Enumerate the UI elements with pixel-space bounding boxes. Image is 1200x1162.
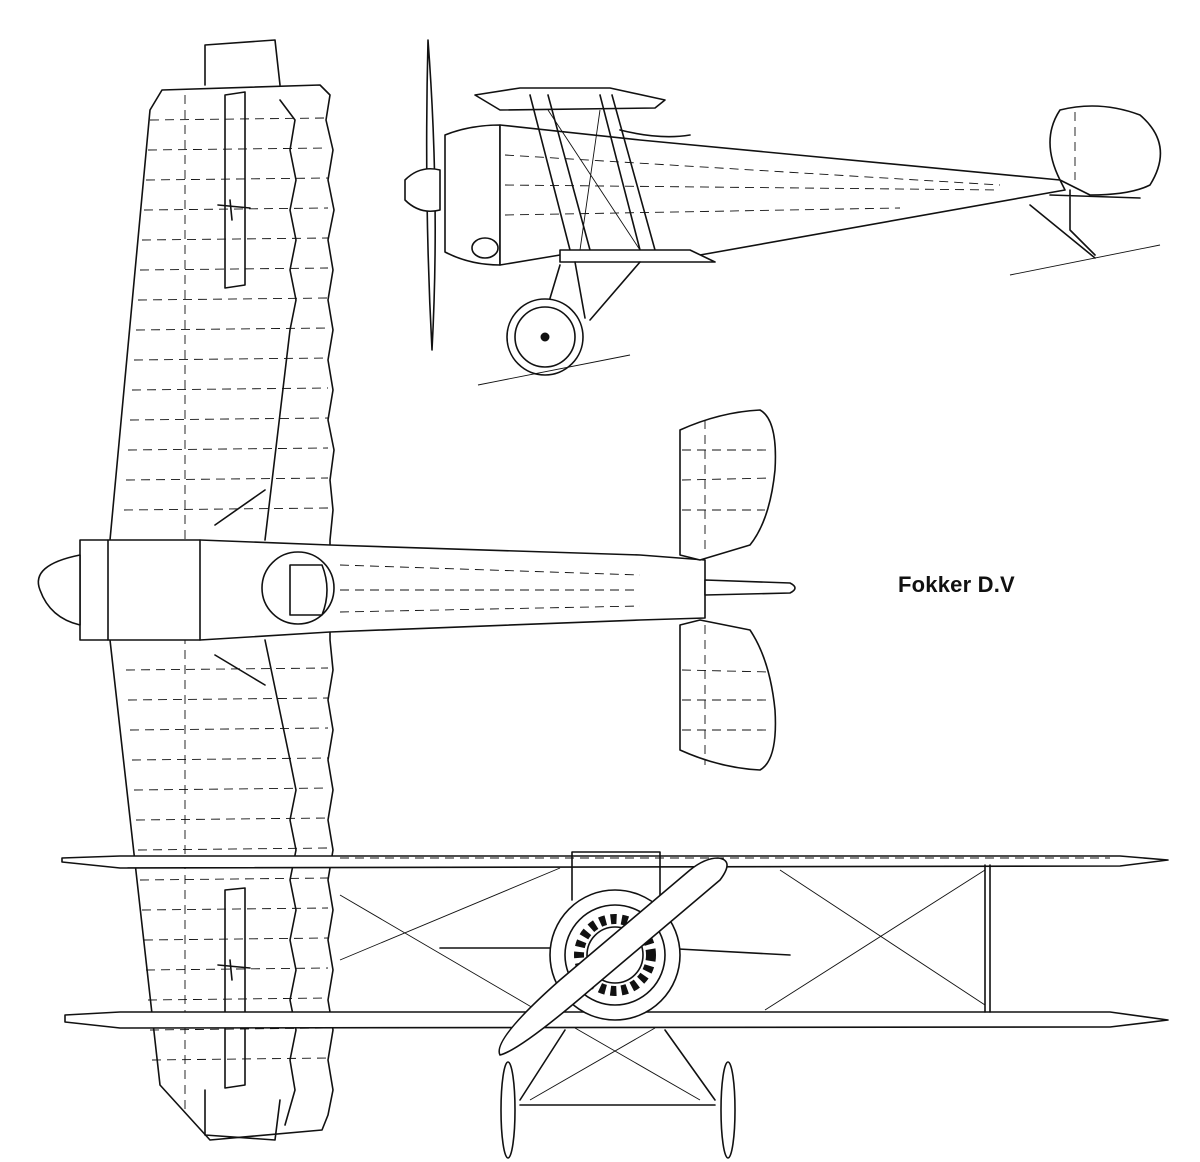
spinner: [37, 554, 81, 626]
aircraft-title: Fokker D.V: [898, 572, 1015, 597]
fuselage-side: [499, 124, 1066, 266]
wheel-right: [720, 1061, 736, 1159]
propeller-front: [498, 857, 728, 1056]
side-view: [404, 39, 1162, 386]
top-view: [37, 39, 796, 1141]
tail-fin: [1049, 105, 1162, 196]
tailplane-upper: [679, 409, 777, 561]
upper-wing-front: [61, 855, 1169, 869]
front-view: [61, 851, 1169, 1159]
upper-wing-side: [474, 87, 666, 111]
wheel-left: [500, 1061, 516, 1159]
tailplane-lower: [679, 619, 777, 771]
